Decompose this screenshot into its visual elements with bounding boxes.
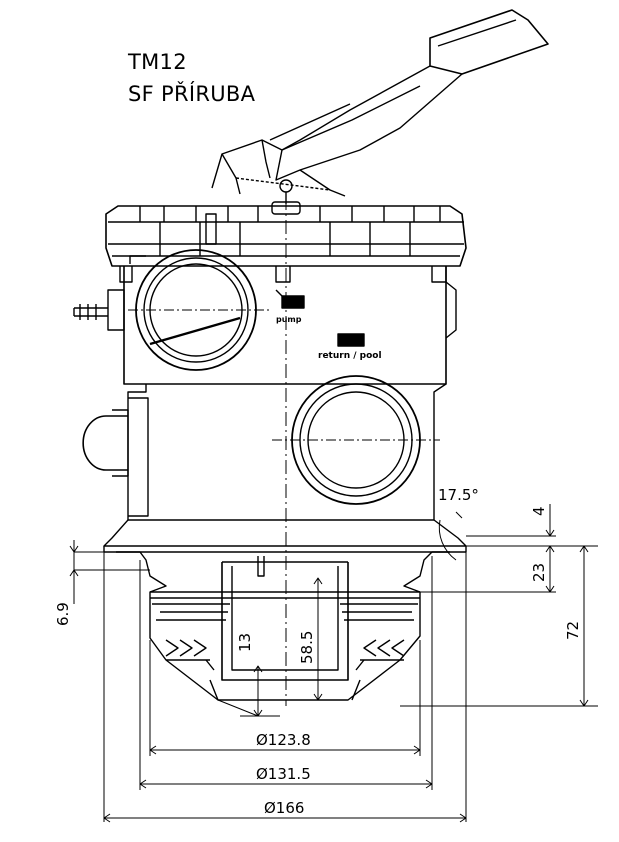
pump-port-label: pump (276, 315, 302, 324)
return-symbol-icon (337, 333, 365, 347)
valve-handle (211, 9, 549, 204)
diameter-166-label: Ø166 (264, 799, 304, 817)
dimension-lines (69, 504, 598, 823)
valve-body (73, 266, 457, 521)
dimension-13-label: 13 (236, 633, 254, 652)
dimension-4-label: 4 (530, 506, 548, 516)
dimension-6-9-label: 6.9 (54, 602, 72, 626)
dimension-23-label: 23 (530, 563, 548, 582)
return-port-label: return / pool (318, 351, 382, 361)
angle-dimension-label: 17.5° (438, 486, 479, 504)
drawing-title-line2: SF PŘÍRUBA (128, 82, 256, 106)
diameter-131-5-label: Ø131.5 (256, 765, 311, 783)
dimension-58-5-label: 58.5 (298, 631, 316, 664)
flange (103, 519, 467, 701)
pump-symbol-icon (275, 289, 305, 309)
drawing-title-line1: TM12 (128, 50, 187, 74)
diameter-123-8-label: Ø123.8 (256, 731, 311, 749)
dimension-72-label: 72 (564, 621, 582, 640)
